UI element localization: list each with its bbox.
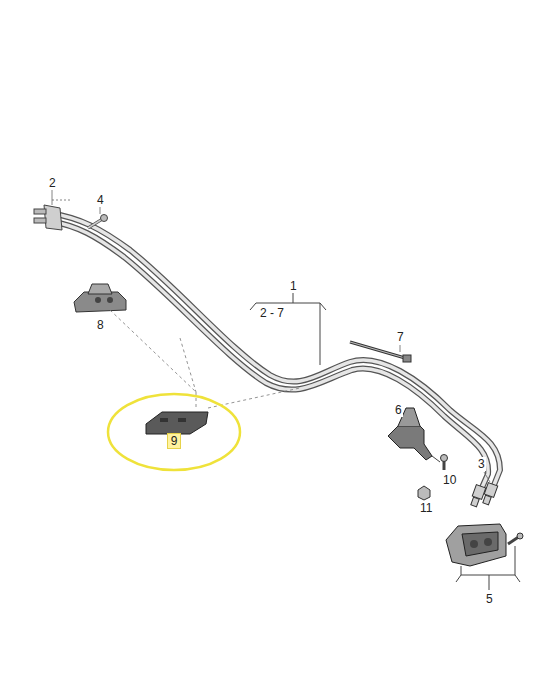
callout-number: 1 bbox=[289, 279, 298, 293]
callout-number: 7 bbox=[396, 330, 405, 344]
callout-number: 2 bbox=[48, 176, 57, 190]
callout-number: 5 bbox=[485, 592, 494, 606]
highlight-box: 9 bbox=[167, 433, 181, 449]
callout-number: 2 - 7 bbox=[259, 306, 285, 320]
callout-number: 3 bbox=[477, 457, 486, 471]
callout-number: 8 bbox=[96, 318, 105, 332]
callout-number: 9 bbox=[168, 434, 180, 448]
callout-number: 6 bbox=[394, 403, 403, 417]
callout-number: 10 bbox=[442, 473, 457, 487]
callout-number: 4 bbox=[96, 193, 105, 207]
callout-number: 11 bbox=[419, 501, 433, 515]
